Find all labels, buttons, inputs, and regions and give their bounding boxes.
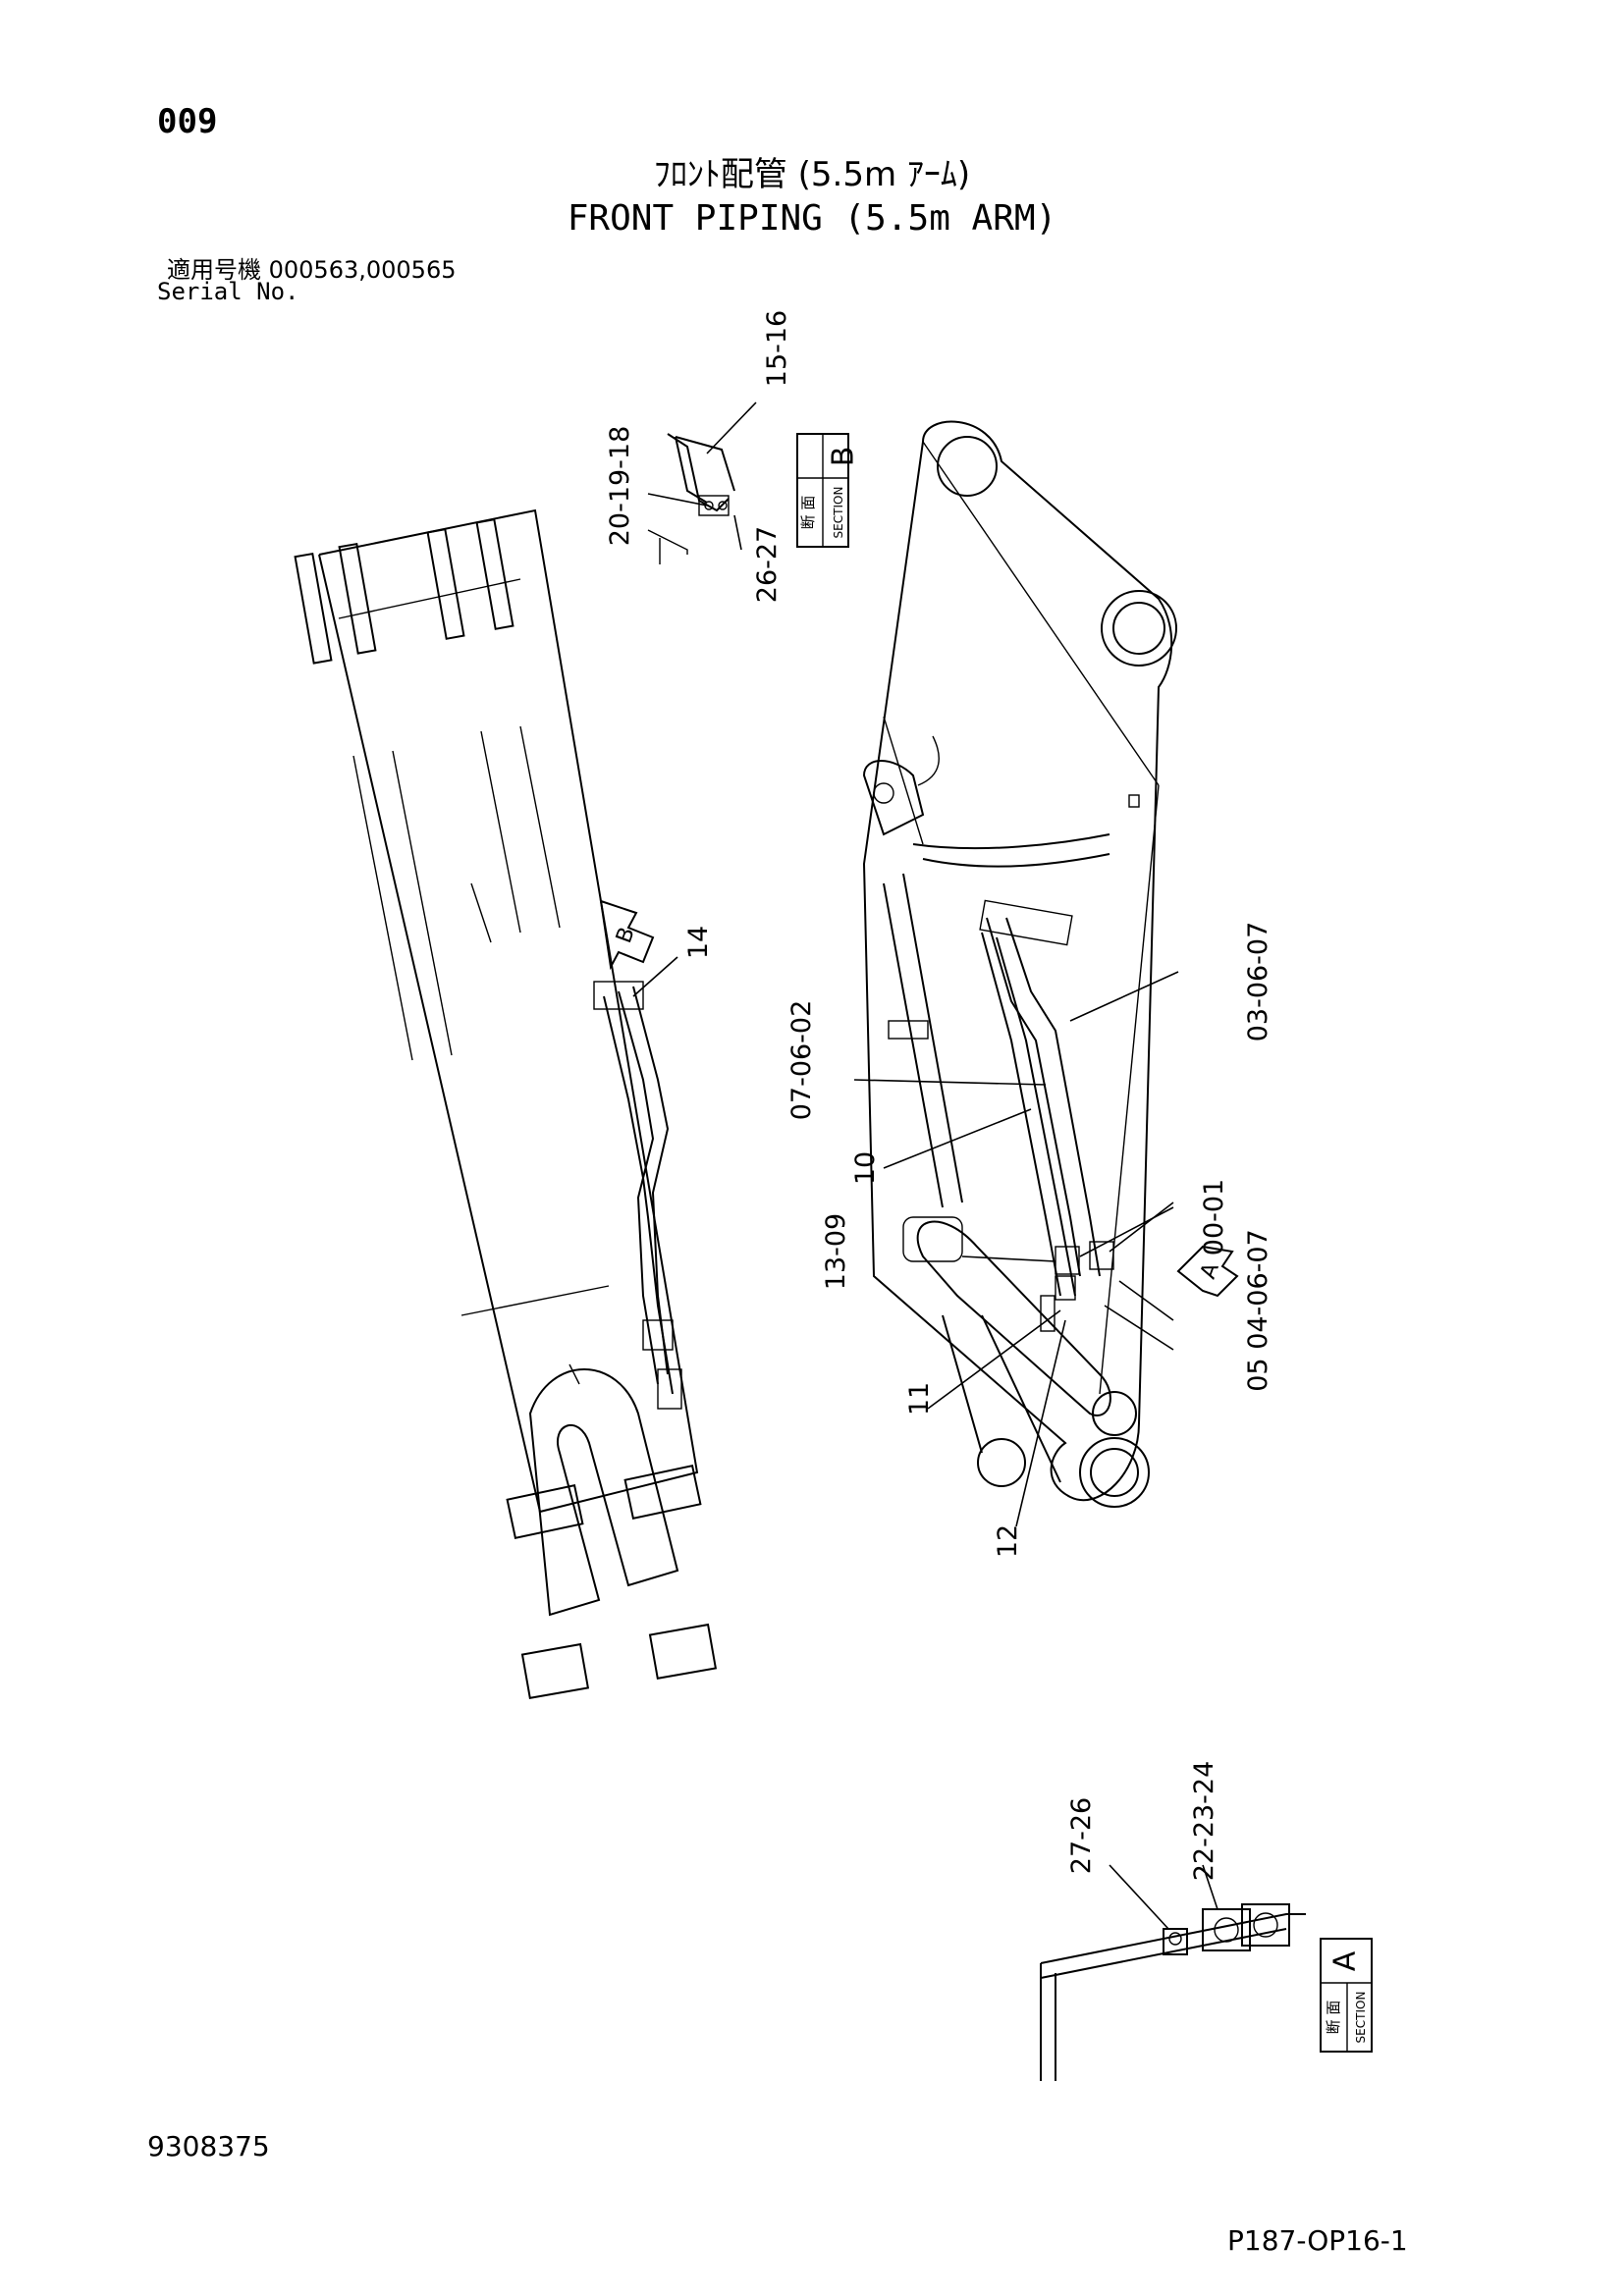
section-a-letter: A <box>1328 1950 1363 1971</box>
section-a-detail <box>1040 1903 1306 2081</box>
leader-26-27-top <box>733 514 742 551</box>
callout-00-01: 00-01 <box>1199 1179 1229 1255</box>
view-arrow-a-letter: A <box>1196 1259 1224 1282</box>
view-arrow-b-letter: B <box>612 924 640 946</box>
callout-10: 10 <box>850 1151 881 1185</box>
callout-27-26-bottom: 27-26 <box>1066 1797 1097 1874</box>
boom-structure <box>862 420 1177 1508</box>
leader-11 <box>927 1309 1061 1410</box>
callout-22-23-24: 22-23-24 <box>1189 1761 1219 1882</box>
boom-piping <box>979 899 1114 1332</box>
leader-03-06-07 <box>1069 971 1179 1022</box>
callout-11: 11 <box>904 1382 935 1415</box>
callout-05-04-06-07: 05 04-06-07 <box>1243 1229 1273 1392</box>
leader-05-04-b <box>1104 1305 1174 1351</box>
leader-15-16 <box>706 401 757 454</box>
leader-13-09 <box>961 1255 1056 1262</box>
section-b-detail <box>647 433 735 564</box>
callout-03-06-07: 03-06-07 <box>1243 922 1273 1042</box>
callout-12: 12 <box>993 1524 1023 1558</box>
leader-12 <box>1015 1319 1066 1527</box>
title-japanese: ﾌﾛﾝﾄ配管 (5.5m ｱｰﾑ) <box>653 155 971 194</box>
serial-label-english: Serial No. <box>157 278 299 305</box>
callout-14: 14 <box>683 926 714 959</box>
callout-20-19-18: 20-19-18 <box>605 426 635 547</box>
leader-27-26-bottom <box>1109 1864 1169 1930</box>
callout-15-16: 15-16 <box>762 310 792 387</box>
leader-10 <box>883 1108 1032 1169</box>
section-b-en: SECTION <box>832 487 845 539</box>
leader-00-01-a <box>1109 1201 1174 1253</box>
section-b-box: B 断 面 SECTION <box>796 433 861 548</box>
leader-22-23-24 <box>1202 1864 1218 1910</box>
section-b-jp: 断 面 <box>799 496 817 530</box>
arm-piping <box>593 981 682 1410</box>
leader-05-04-a <box>1118 1280 1174 1321</box>
callout-13-09: 13-09 <box>821 1213 851 1290</box>
leader-14 <box>632 956 678 997</box>
view-arrow-b: B <box>599 899 655 971</box>
leader-00-01-b <box>1079 1206 1174 1257</box>
section-a-jp: 断 面 <box>1325 2001 1342 2035</box>
page-code: P187-OP16-1 <box>1227 2224 1408 2257</box>
page-number: 009 <box>157 102 218 141</box>
serial-label-japanese: 適用号機 000563,000565 <box>167 256 457 284</box>
callout-26-27-top: 26-27 <box>752 526 783 603</box>
section-a-box: A 断 面 SECTION <box>1320 1938 1373 2053</box>
callout-07-06-02: 07-06-02 <box>786 1000 817 1121</box>
leader-07-06-02 <box>853 1079 1047 1086</box>
section-a-en: SECTION <box>1354 1992 1368 2044</box>
leader-20-19-18 <box>647 493 708 507</box>
section-b-letter: B <box>827 447 861 467</box>
arm-structure <box>294 508 718 1699</box>
document-number: 9308375 <box>147 2130 270 2163</box>
title-english: FRONT PIPING (5.5m ARM) <box>567 198 1057 239</box>
